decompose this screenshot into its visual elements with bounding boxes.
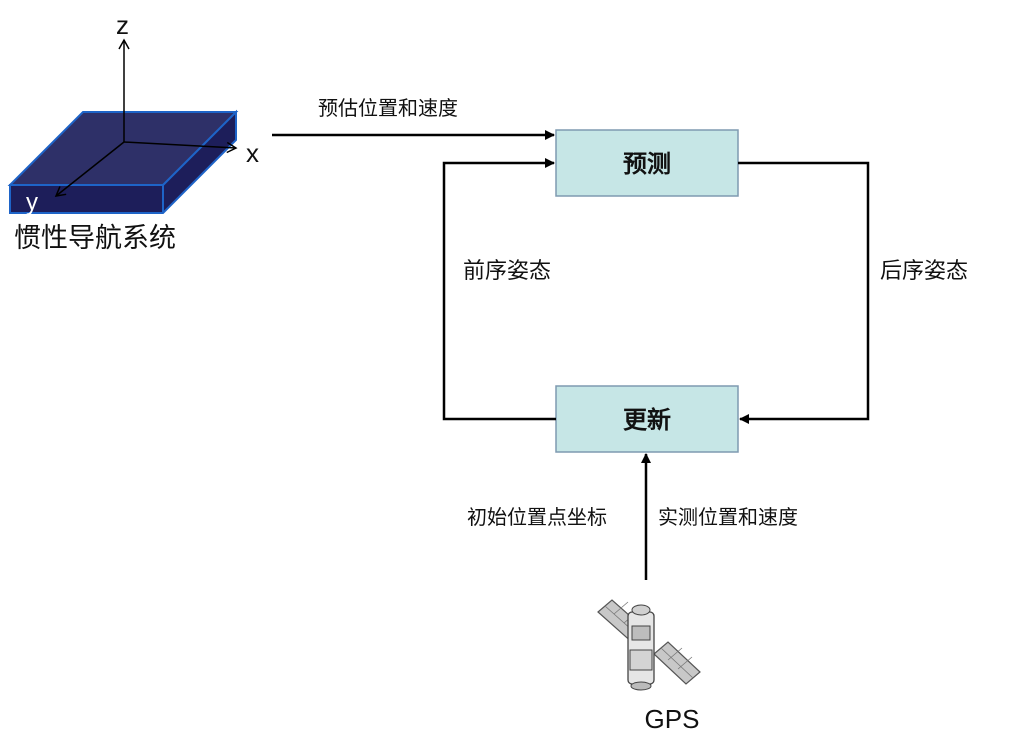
x-axis-label: x	[246, 138, 259, 168]
ins-slab-top	[7, 111, 239, 186]
label-initial-position: 初始位置点坐标	[467, 505, 607, 529]
ins-label: 惯性导航系统	[14, 223, 176, 254]
update-node: 更新	[555, 385, 739, 453]
label-predict-to-update: 后序姿态	[880, 259, 968, 284]
predict-box	[555, 129, 739, 197]
label-ins-to-predict: 预估位置和速度	[318, 96, 458, 120]
label-gps-to-update: 实测位置和速度	[658, 505, 798, 529]
z-axis-label: z	[116, 10, 129, 40]
update-box	[555, 385, 739, 453]
predict-label: 预测	[623, 149, 671, 178]
arrow-update-to-predict	[442, 158, 556, 421]
y-axis	[54, 141, 125, 197]
label-update-to-predict: 前序姿态	[463, 259, 551, 284]
arrow-predict-to-update	[738, 161, 870, 424]
gps-satellite-icon	[597, 599, 701, 691]
ins-block: z x y 惯性导航系统	[7, 10, 259, 254]
gps-label: GPS	[645, 704, 700, 734]
y-axis-label: y	[26, 189, 38, 216]
x-axis	[123, 141, 238, 154]
predict-node: 预测	[555, 129, 739, 197]
update-label: 更新	[623, 405, 671, 434]
